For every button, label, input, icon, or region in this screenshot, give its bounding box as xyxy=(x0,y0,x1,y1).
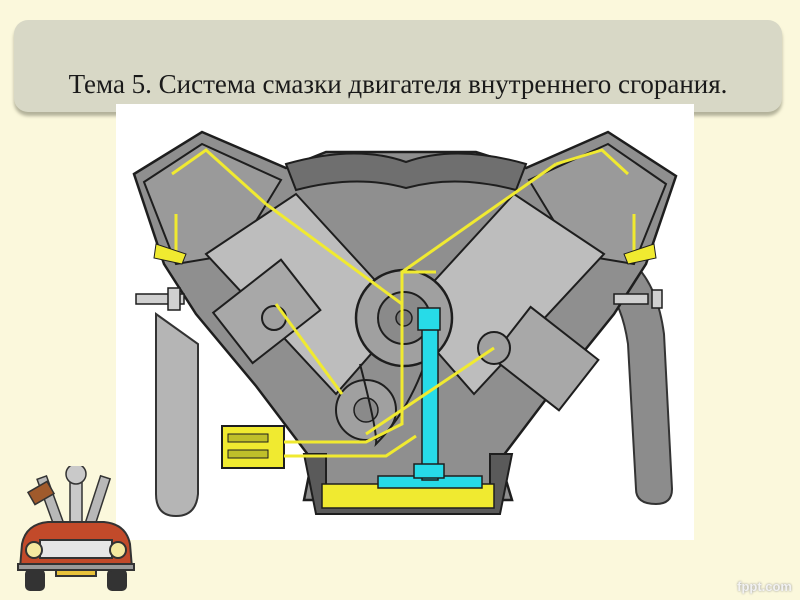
intake-manifold xyxy=(284,152,528,192)
left-exhaust-pipe xyxy=(155,312,199,518)
oil-pump-drive xyxy=(417,307,441,331)
oil-pump-shaft xyxy=(421,323,439,481)
v-engine-icon xyxy=(132,130,678,518)
wrench-icon xyxy=(26,463,112,532)
right-piston xyxy=(489,305,600,412)
oil-lines xyxy=(171,148,636,458)
right-spark-plug-icon xyxy=(613,289,663,309)
engine-lubrication-diagram xyxy=(116,104,694,540)
slide-title: Тема 5. Система смазки двигателя внутрен… xyxy=(68,69,728,99)
title-banner: Тема 5. Система смазки двигателя внутрен… xyxy=(14,20,782,112)
watermark-text: fppt.com xyxy=(737,579,792,594)
car-with-tools-icon xyxy=(12,463,138,594)
oil-pockets xyxy=(153,243,657,265)
oil-filter xyxy=(221,425,285,469)
left-spark-plug-icon xyxy=(135,287,185,311)
car-icon xyxy=(17,521,135,591)
